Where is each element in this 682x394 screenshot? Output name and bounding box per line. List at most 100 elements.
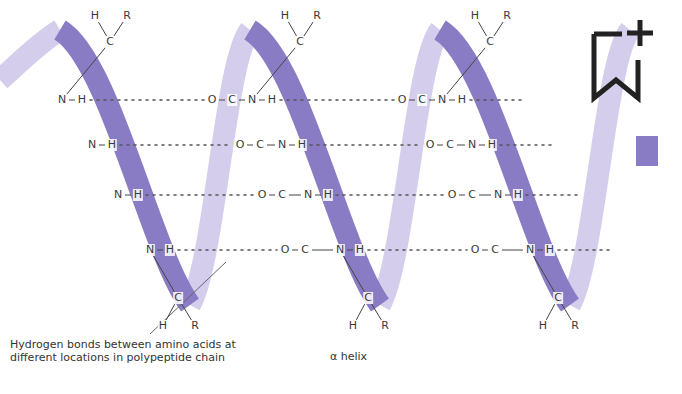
bookmark-icon: [594, 20, 653, 98]
covalent-bond: [537, 250, 543, 251]
atom-symbol: N: [145, 244, 155, 256]
structure-label: α helix: [330, 350, 367, 363]
covalent-bond: [292, 250, 298, 251]
hydrogen-bond: [526, 194, 580, 196]
covalent-bond: [247, 145, 253, 146]
covalent-bond: [482, 250, 488, 251]
atom-symbol: H: [267, 94, 277, 106]
covalent-bond: [269, 195, 275, 196]
covalent-bond: [304, 22, 313, 36]
atom-symbol: H: [297, 139, 307, 151]
atom-symbol: O: [397, 94, 408, 106]
ribbon-back: [190, 30, 250, 305]
hydrogen-bond: [146, 194, 254, 196]
hydrogen-bond: [470, 99, 524, 101]
atom-symbol: N: [113, 189, 123, 201]
hydrogen-bond: [120, 144, 232, 146]
covalent-bond: [494, 22, 503, 36]
hydrogen-bond: [310, 144, 422, 146]
covalent-bond: [457, 145, 465, 146]
hydrogen-bond: [558, 249, 612, 251]
covalent-bond: [125, 195, 131, 196]
covalent-bond: [479, 195, 491, 196]
covalent-bond: [289, 145, 295, 146]
ribbon-front: [250, 30, 380, 305]
atom-symbol: R: [502, 10, 512, 22]
covalent-bond: [219, 100, 225, 101]
atom-symbol: C: [295, 36, 305, 48]
atom-symbol: N: [335, 244, 345, 256]
atom-symbol: O: [207, 94, 218, 106]
atom-symbol: O: [425, 139, 436, 151]
covalent-bond: [459, 195, 465, 196]
atom-symbol: R: [570, 320, 580, 332]
atom-symbol: N: [87, 139, 97, 151]
covalent-bond: [239, 100, 245, 101]
atom-symbol: N: [467, 139, 477, 151]
atom-symbol: H: [355, 244, 365, 256]
hydrogen-bond: [368, 249, 467, 251]
hydrogen-bond: [500, 144, 554, 146]
atom-symbol: C: [300, 244, 310, 256]
covalent-bond: [66, 47, 105, 94]
ribbon-back: [0, 30, 60, 80]
covalent-bond: [446, 47, 485, 94]
atom-symbol: C: [255, 139, 265, 151]
hydrogen-bond: [178, 249, 277, 251]
leader-line: [150, 262, 226, 334]
atom-symbol: C: [227, 94, 237, 106]
atom-symbol: O: [280, 244, 291, 256]
atom-symbol: H: [457, 94, 467, 106]
atom-symbol: C: [105, 36, 115, 48]
atom-symbol: C: [277, 189, 287, 201]
covalent-bond: [437, 145, 443, 146]
atom-symbol: O: [447, 189, 458, 201]
covalent-bond: [429, 100, 435, 101]
atom-symbol: C: [485, 36, 495, 48]
ribbon-front: [60, 30, 190, 305]
covalent-bond: [256, 47, 295, 94]
ribbon-end: [636, 136, 658, 166]
covalent-bond: [562, 304, 572, 320]
atom-symbol: C: [363, 292, 373, 304]
covalent-bond: [114, 22, 123, 36]
atom-symbol: C: [553, 292, 563, 304]
bookmark-plus: [627, 20, 653, 46]
covalent-bond: [534, 256, 555, 292]
bookmark-shape: [594, 34, 638, 98]
atom-symbol: N: [493, 189, 503, 201]
atom-symbol: C: [445, 139, 455, 151]
atom-symbol: H: [487, 139, 497, 151]
ribbon-back: [380, 30, 440, 305]
atom-symbol: N: [437, 94, 447, 106]
atom-symbol: C: [490, 244, 500, 256]
atom-symbol: H: [323, 189, 333, 201]
atom-symbol: H: [165, 244, 175, 256]
ribbon-back: [570, 30, 630, 305]
covalent-bond: [449, 100, 455, 101]
covalent-bond: [182, 304, 192, 320]
covalent-bond: [154, 256, 175, 292]
atom-symbol: H: [107, 139, 117, 151]
atom-symbol: H: [470, 10, 480, 22]
hydrogen-bond: [280, 99, 394, 101]
covalent-bond: [312, 250, 333, 251]
covalent-bond: [347, 250, 353, 251]
atom-symbol: N: [277, 139, 287, 151]
covalent-bond: [502, 250, 523, 251]
atom-symbol: C: [173, 292, 183, 304]
atom-symbol: H: [348, 320, 358, 332]
covalent-bond: [479, 145, 485, 146]
covalent-bond: [166, 304, 174, 320]
covalent-bond: [546, 304, 554, 320]
atom-symbol: R: [380, 320, 390, 332]
atom-symbol: H: [133, 189, 143, 201]
atom-symbol: N: [303, 189, 313, 201]
covalent-bond: [356, 304, 364, 320]
atom-symbol: C: [467, 189, 477, 201]
atom-symbol: H: [538, 320, 548, 332]
atom-symbol: R: [190, 320, 200, 332]
hydrogen-bond: [90, 99, 204, 101]
